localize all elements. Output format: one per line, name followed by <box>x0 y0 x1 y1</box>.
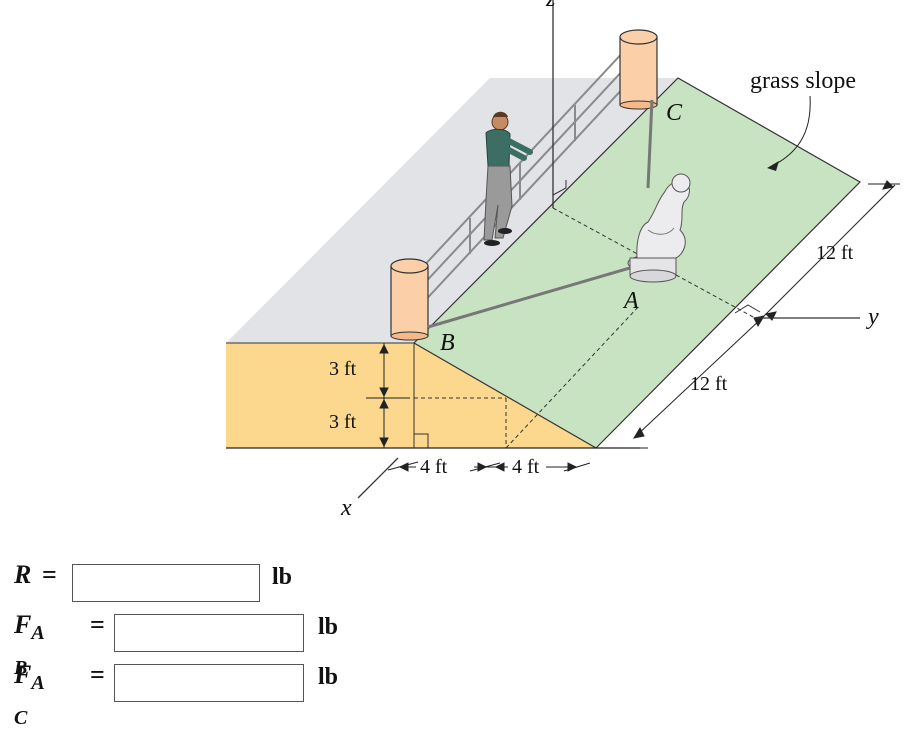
height-dimensions <box>366 343 410 448</box>
equals-sign: = <box>90 610 105 639</box>
statics-diagram: z 3 ft <box>226 0 900 521</box>
y-axis-label: y <box>866 304 879 330</box>
unit-label: lb <box>318 614 339 640</box>
x-axis-label: x <box>340 495 352 521</box>
post-c <box>619 29 658 110</box>
right-angle-mark <box>414 433 429 448</box>
height-label-lower: 3 ft <box>329 411 357 433</box>
length-dimensions <box>605 180 900 449</box>
statue-icon <box>627 173 691 283</box>
retaining-wall-face <box>226 343 414 448</box>
grass-slope-arrow <box>771 95 811 167</box>
grass-slope-arrowhead <box>767 161 779 171</box>
length-label-upper: 12 ft <box>816 242 854 264</box>
x-axis <box>357 457 399 499</box>
width-dimensions <box>387 461 591 472</box>
width-label-left: 4 ft <box>420 456 448 478</box>
z-right-angle <box>552 180 567 196</box>
equals-sign: = <box>90 660 105 689</box>
answer-symbol: FA B <box>14 610 44 680</box>
height-label-upper: 3 ft <box>329 358 357 380</box>
point-a-label: A <box>622 288 639 314</box>
slope-outline <box>413 77 861 449</box>
grass-slope-label: grass slope <box>750 68 856 94</box>
cable-ab <box>427 263 641 329</box>
width-label-right: 4 ft <box>512 456 540 478</box>
fab-input[interactable] <box>114 614 304 652</box>
cable-ac <box>646 99 654 189</box>
fac-input[interactable] <box>114 664 304 702</box>
point-b-label: B <box>440 330 455 356</box>
person-icon <box>483 111 533 246</box>
deck-surface <box>226 78 678 343</box>
unit-label: lb <box>272 564 293 590</box>
z-axis-label: z <box>545 0 556 12</box>
point-c-label: C <box>666 100 683 126</box>
post-b <box>390 258 429 341</box>
answer-symbol: FA C <box>14 660 44 730</box>
length-label-lower: 12 ft <box>690 373 728 395</box>
equals-sign: = <box>42 560 57 589</box>
unit-label: lb <box>318 664 339 690</box>
r-input[interactable] <box>72 564 260 602</box>
answer-symbol: R <box>14 560 32 589</box>
right-angle-mark-2 <box>734 304 761 314</box>
